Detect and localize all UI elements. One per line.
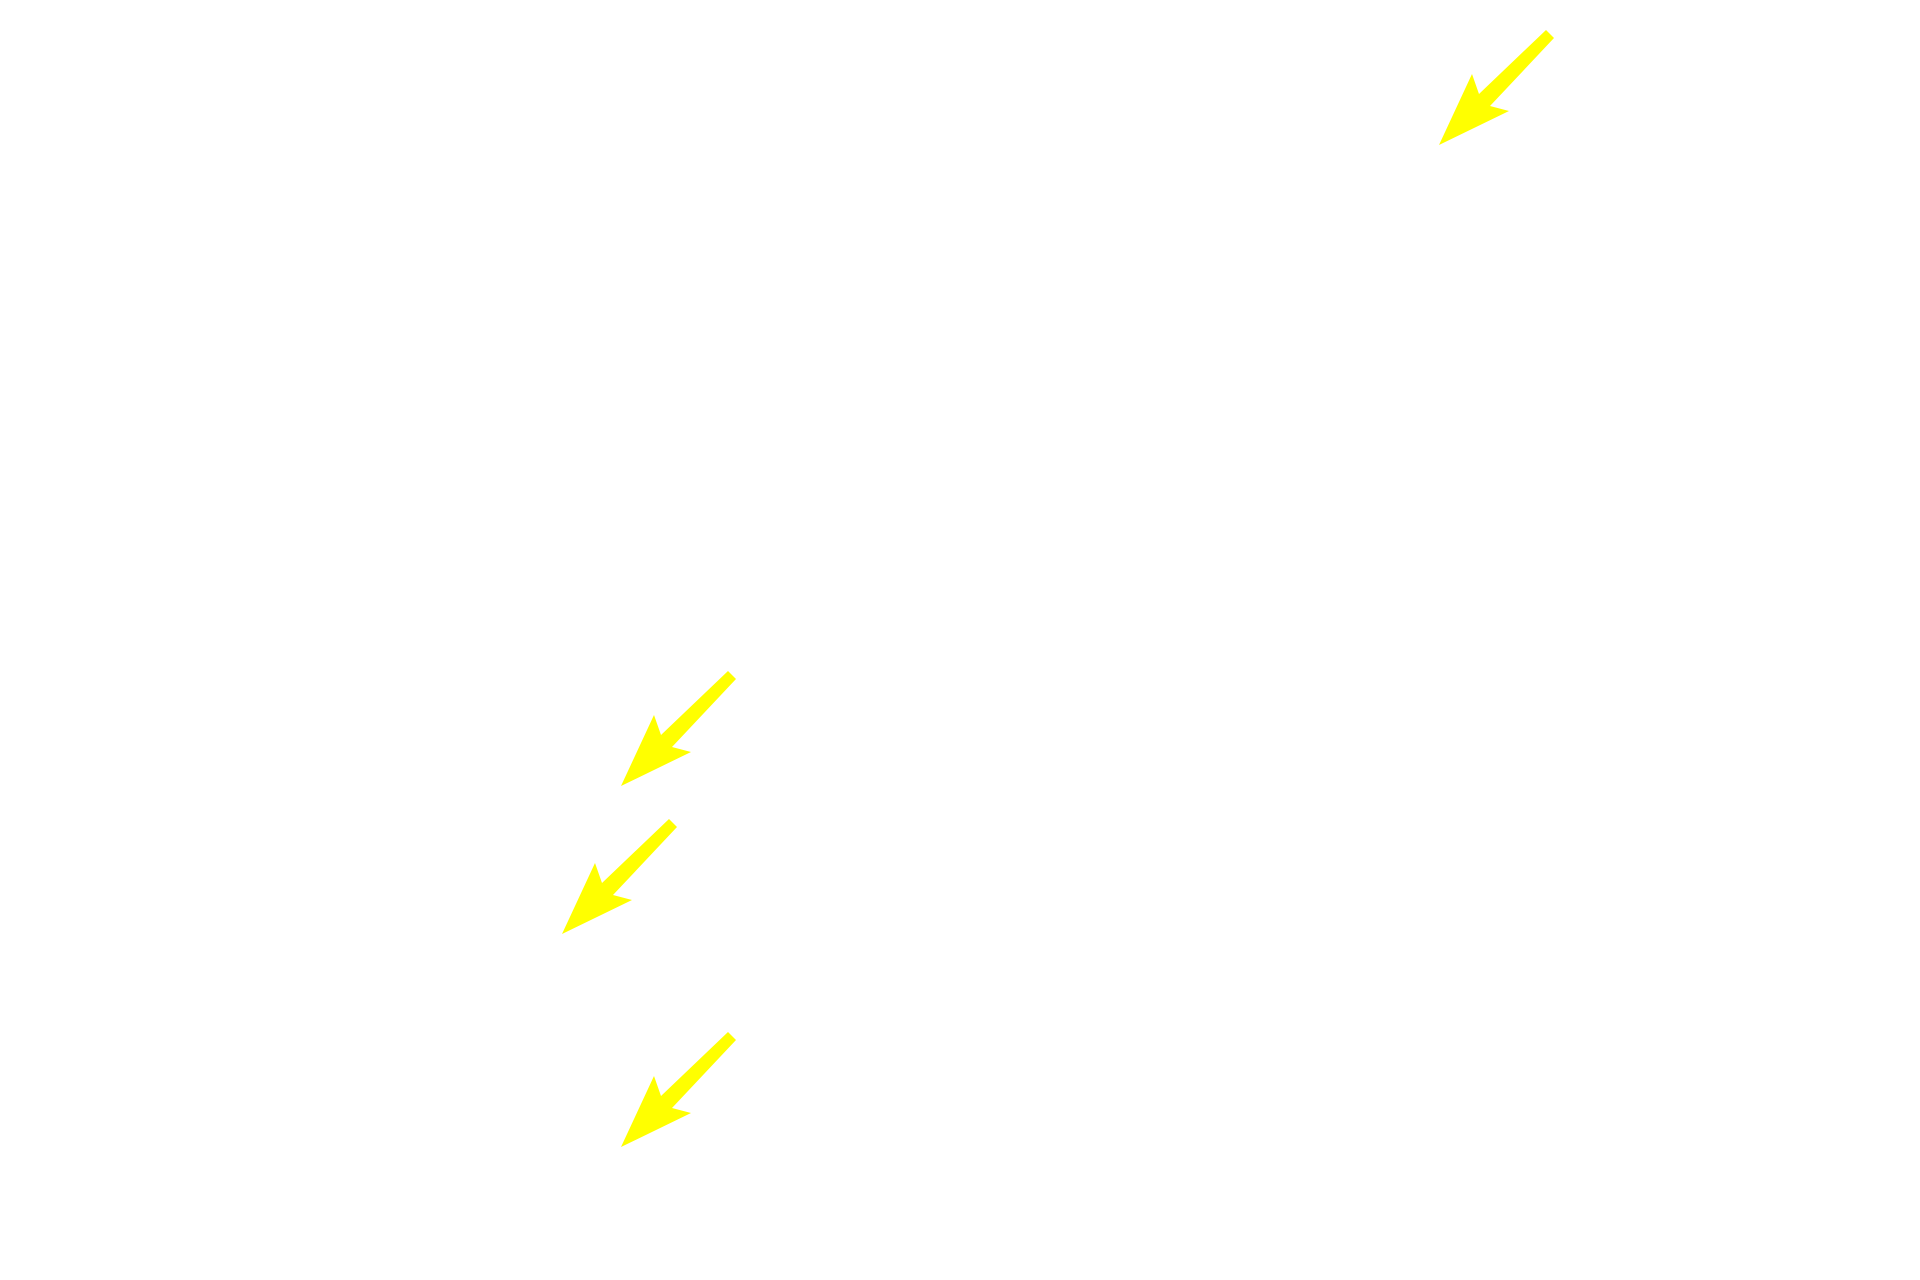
- arrow-down-left-icon: [621, 671, 736, 786]
- arrow-down-left-icon: [562, 819, 677, 934]
- arrow-down-left-icon: [1439, 30, 1554, 145]
- arrow-layer: [562, 30, 1554, 1147]
- arrow-down-left-icon: [621, 1032, 736, 1147]
